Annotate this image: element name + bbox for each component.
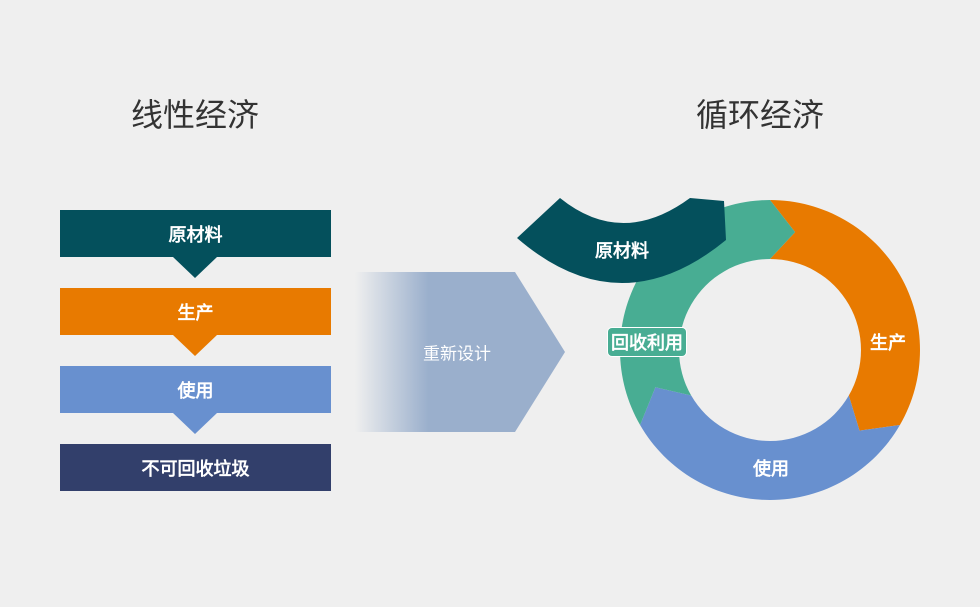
ring-segment-production <box>770 200 920 431</box>
linear-step-waste: 不可回收垃圾 <box>60 444 331 491</box>
linear-step-raw-material: 原材料 <box>60 210 331 257</box>
cycle-ring <box>620 200 920 500</box>
circular-recycle-label: 回收利用 <box>608 328 686 356</box>
linear-step-use: 使用 <box>60 366 331 413</box>
arrow-down-icon <box>173 257 217 278</box>
redesign-label: 重新设计 <box>423 344 491 365</box>
circular-economy-title: 循环经济 <box>695 96 824 134</box>
arrow-down-icon <box>173 413 217 434</box>
raw-material-arc <box>517 198 726 284</box>
redesign-arrow <box>355 272 565 432</box>
linear-economy-title: 线性经济 <box>130 96 259 134</box>
linear-step-production: 生产 <box>60 288 331 335</box>
ring-segment-use <box>640 387 900 500</box>
circular-production-label: 生产 <box>870 333 906 354</box>
circular-use-label: 使用 <box>753 459 789 480</box>
circular-raw-material-label: 原材料 <box>595 241 649 262</box>
arrow-down-icon <box>173 335 217 356</box>
